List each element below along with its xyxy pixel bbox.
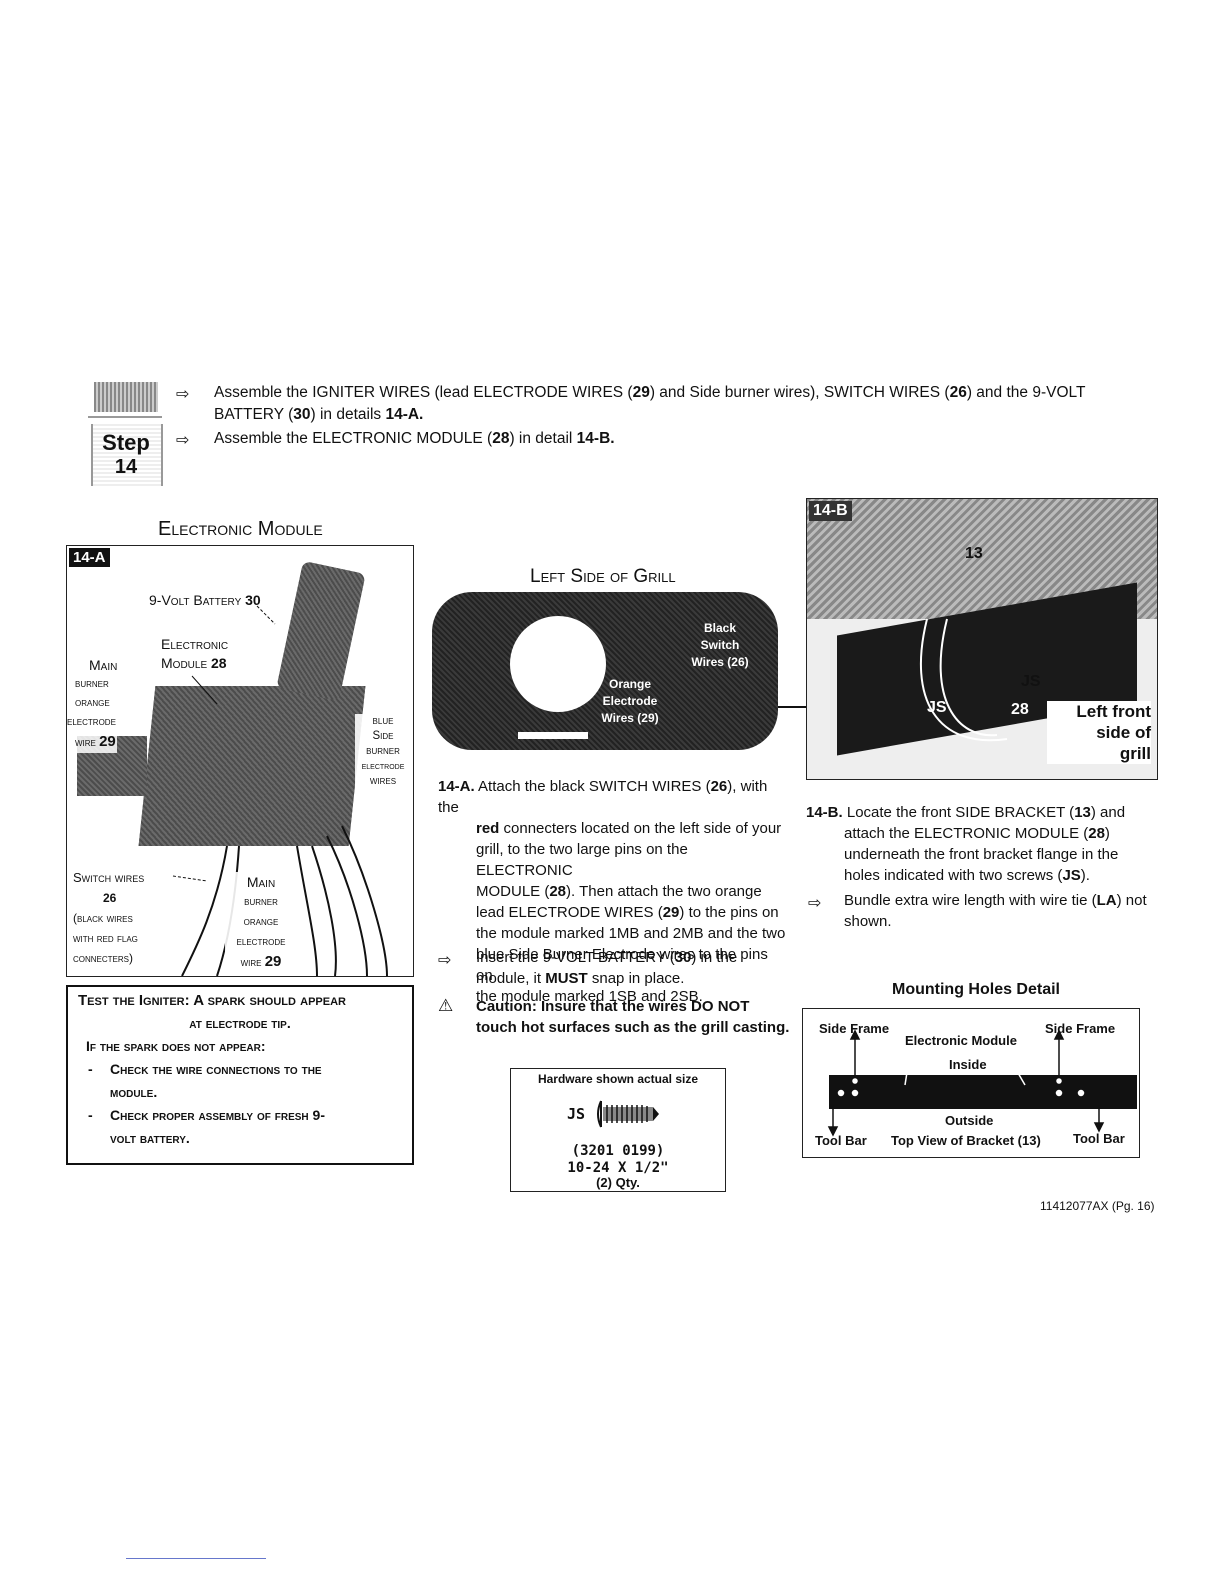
battery-label: 9-Volt Battery 30 <box>149 592 261 608</box>
intro-line-3: Assemble the ELECTRONIC MODULE (28) in d… <box>214 430 615 447</box>
fig-a-heading: Electronic Module <box>158 518 323 540</box>
page-footer: 11412077AX (Pg. 16) <box>1040 1199 1155 1213</box>
caution-text: Caution: Insure that the wires DO NOT to… <box>476 998 790 1036</box>
caution-icon: ⚠ <box>438 996 454 1016</box>
step-a-battery: Insert the 9-VOLT BATTERY (30) in the mo… <box>476 949 738 987</box>
blue-side-label: blue Side burner electrode wires <box>355 714 411 789</box>
hardware-size: 10-24 X 1/2" <box>567 1160 669 1176</box>
arrow-icon: ⇨ <box>176 430 190 449</box>
step-b-bundle: Bundle extra wire length with wire tie (… <box>844 892 1147 930</box>
screw-icon <box>597 1100 659 1128</box>
grill-slot <box>518 732 588 739</box>
inside-label: Inside <box>949 1057 987 1072</box>
intro-line-1: Assemble the IGNITER WIRES (lead ELECTRO… <box>214 384 1086 401</box>
footer-rule <box>126 1558 266 1559</box>
main-burner-label-2: Main burner orange electrode wire 29 <box>225 872 297 973</box>
test-line-3: If the spark does not appear: <box>86 1038 266 1054</box>
fig-b-tag: 14-B <box>809 501 852 521</box>
step-word: Step <box>102 430 150 455</box>
hardware-title: Hardware shown actual size <box>537 1072 699 1086</box>
test-bullet-1: -Check the wire connections to the <box>88 1061 322 1077</box>
hardware-part: (3201 0199) <box>571 1143 665 1159</box>
module-label-2: Module 28 <box>161 655 227 671</box>
tool-bar-right: Tool Bar <box>1073 1131 1125 1146</box>
bracket-bar <box>829 1075 1137 1109</box>
side-frame-left: Side Frame <box>819 1021 890 1036</box>
outside-label: Outside <box>945 1113 994 1128</box>
fig-b-28: 28 <box>1011 701 1029 718</box>
test-line-1: Test the Igniter: A spark should appear <box>78 992 346 1009</box>
bracket-label: Top View of Bracket (13) <box>891 1133 1041 1148</box>
hardware-qty: (2) Qty. <box>596 1175 640 1190</box>
fig-a-tag: 14-A <box>69 548 110 567</box>
fig-b-wires <box>919 618 1008 742</box>
fig-a-panel: 14-A 9-Volt Battery 30 Electronic Module… <box>66 545 414 977</box>
module-label-1: Electronic <box>161 636 229 652</box>
connector-line <box>778 706 808 708</box>
arrow-icon: ⇨ <box>808 893 822 912</box>
test-bullet-2b: volt battery. <box>110 1130 190 1146</box>
test-line-2: at electrode tip. <box>189 1015 291 1031</box>
module-label: Electronic Module <box>905 1033 1017 1048</box>
tool-bar-left: Tool Bar <box>815 1133 867 1148</box>
mount-title: Mounting Holes Detail <box>892 981 1060 998</box>
fig-b-js-1: JS <box>1021 673 1041 690</box>
mount-box: Side Frame Side Frame Electronic Module … <box>802 1008 1140 1158</box>
step-badge: Step 14 <box>88 382 164 490</box>
hardware-code: JS <box>567 1105 586 1123</box>
step-number: 14 <box>114 456 138 478</box>
arrow-icon: ⇨ <box>438 950 452 969</box>
step-b-text: 14-B. Locate the front SIDE BRACKET (13)… <box>806 804 1126 884</box>
wires-drawing <box>172 605 388 976</box>
test-igniter-box: Test the Igniter: A spark should appear … <box>66 985 414 1165</box>
main-burner-label: Main burner orange electrode wire 29 <box>67 656 118 753</box>
intro-line-2: BATTERY (30) in details 14-A. <box>214 406 424 423</box>
mount-arrows <box>827 1029 1105 1137</box>
arrow-icon: ⇨ <box>176 384 190 403</box>
fig-b-13: 13 <box>965 545 983 562</box>
hardware-box: Hardware shown actual size JS (3201 0199… <box>510 1068 726 1192</box>
test-bullet-1b: module. <box>110 1084 158 1100</box>
fig-mid-heading: Left Side of Grill <box>530 566 676 587</box>
side-frame-right: Side Frame <box>1045 1021 1116 1036</box>
grill-hole <box>510 616 606 712</box>
switch-wires-label: Switch wires 26 (black wires with red fl… <box>73 868 145 968</box>
step-a-text: 14-A. Attach the black SWITCH WIRES (26)… <box>438 778 786 1005</box>
test-bullet-2: -Check proper assembly of fresh 9- <box>88 1107 325 1123</box>
